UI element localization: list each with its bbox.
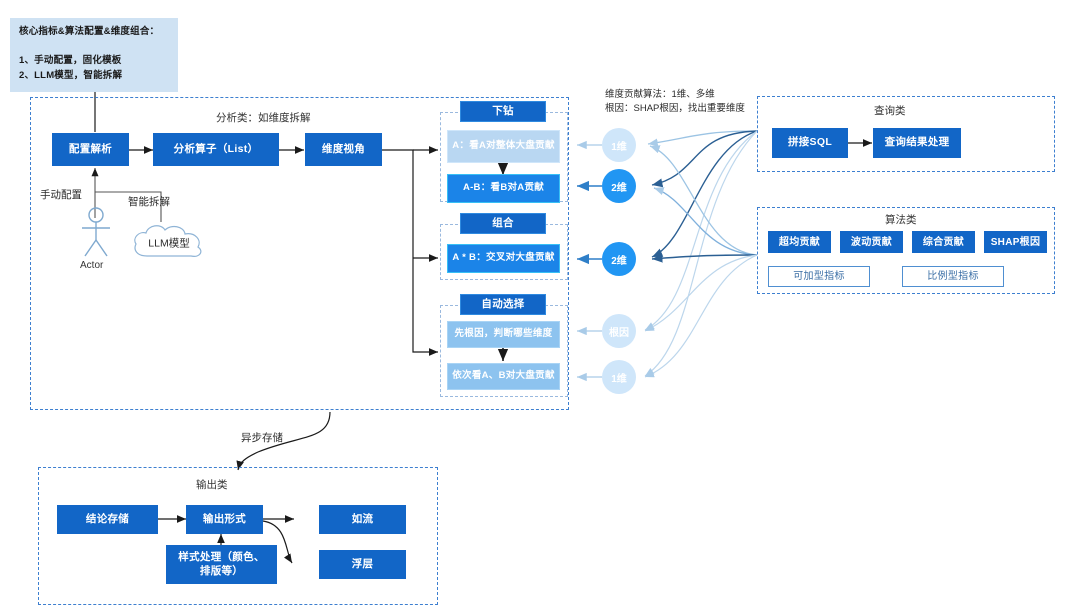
dimension-badge-1[interactable]: 2维 <box>602 169 636 203</box>
query-group-container <box>757 96 1055 172</box>
combine-group-header: 组合 <box>460 213 546 234</box>
autoselect-item-0[interactable]: 先根因，判断哪些维度 <box>447 321 560 348</box>
node-dimension-view[interactable]: 维度视角 <box>305 133 382 166</box>
node-config-parse[interactable]: 配置解析 <box>52 133 129 166</box>
drilldown-item-0[interactable]: A：看A对整体大盘贡献 <box>447 130 560 163</box>
node-build-sql[interactable]: 拼接SQL <box>772 128 848 158</box>
algo-chip-3[interactable]: SHAP根因 <box>984 231 1047 253</box>
dimension-algorithm-note: 维度贡献算法：1维、多维 根因：SHAP根因，找出重要维度 <box>605 89 745 115</box>
label-manual-config: 手动配置 <box>40 189 82 201</box>
algo-chip-1[interactable]: 波动贡献 <box>840 231 903 253</box>
combine-item-0[interactable]: A * B：交叉对大盘贡献 <box>447 244 560 273</box>
node-output-form[interactable]: 输出形式 <box>186 505 263 534</box>
llm-cloud: LLM模型 <box>129 220 209 265</box>
node-ruliu[interactable]: 如流 <box>319 505 406 534</box>
analysis-group-title: 分析类：如维度拆解 <box>216 112 311 124</box>
core-config-note: 核心指标&算法配置&维度组合： 1、手动配置，固化模板 2、LLM模型，智能拆解 <box>10 18 178 92</box>
drilldown-item-1[interactable]: A-B：看B对A贡献 <box>447 174 560 203</box>
label-smart-decompose: 智能拆解 <box>128 196 170 208</box>
actor-figure <box>72 206 120 258</box>
async-storage-label: 异步存储 <box>241 432 283 444</box>
algo-chip-0[interactable]: 超均贡献 <box>768 231 831 253</box>
analysis-group-container <box>30 97 569 410</box>
algo-chip-2[interactable]: 综合贡献 <box>912 231 975 253</box>
dimension-badge-2[interactable]: 2维 <box>602 242 636 276</box>
algorithm-group-container <box>757 207 1055 294</box>
query-group-title: 查询类 <box>874 105 906 117</box>
llm-cloud-label: LLM模型 <box>148 237 190 249</box>
node-query-result-process[interactable]: 查询结果处理 <box>873 128 961 158</box>
algorithm-group-title: 算法类 <box>885 214 917 226</box>
node-conclusion-store[interactable]: 结论存储 <box>57 505 158 534</box>
output-group-title: 输出类 <box>196 479 228 491</box>
node-float-layer[interactable]: 浮层 <box>319 550 406 579</box>
algo-metric-1[interactable]: 比例型指标 <box>902 266 1004 287</box>
dimension-badge-4[interactable]: 1维 <box>602 360 636 394</box>
algo-metric-0[interactable]: 可加型指标 <box>768 266 870 287</box>
drilldown-group-header: 下钻 <box>460 101 546 122</box>
dimension-badge-0[interactable]: 1维 <box>602 128 636 162</box>
output-group-container <box>38 467 438 605</box>
autoselect-item-1[interactable]: 依次看A、B对大盘贡献 <box>447 363 560 390</box>
node-analysis-operator[interactable]: 分析算子（List） <box>153 133 279 166</box>
node-style-process[interactable]: 样式处理（颜色、 排版等） <box>166 545 277 584</box>
actor-label: Actor <box>80 260 104 271</box>
dimension-badge-3[interactable]: 根因 <box>602 314 636 348</box>
autoselect-group-header: 自动选择 <box>460 294 546 315</box>
